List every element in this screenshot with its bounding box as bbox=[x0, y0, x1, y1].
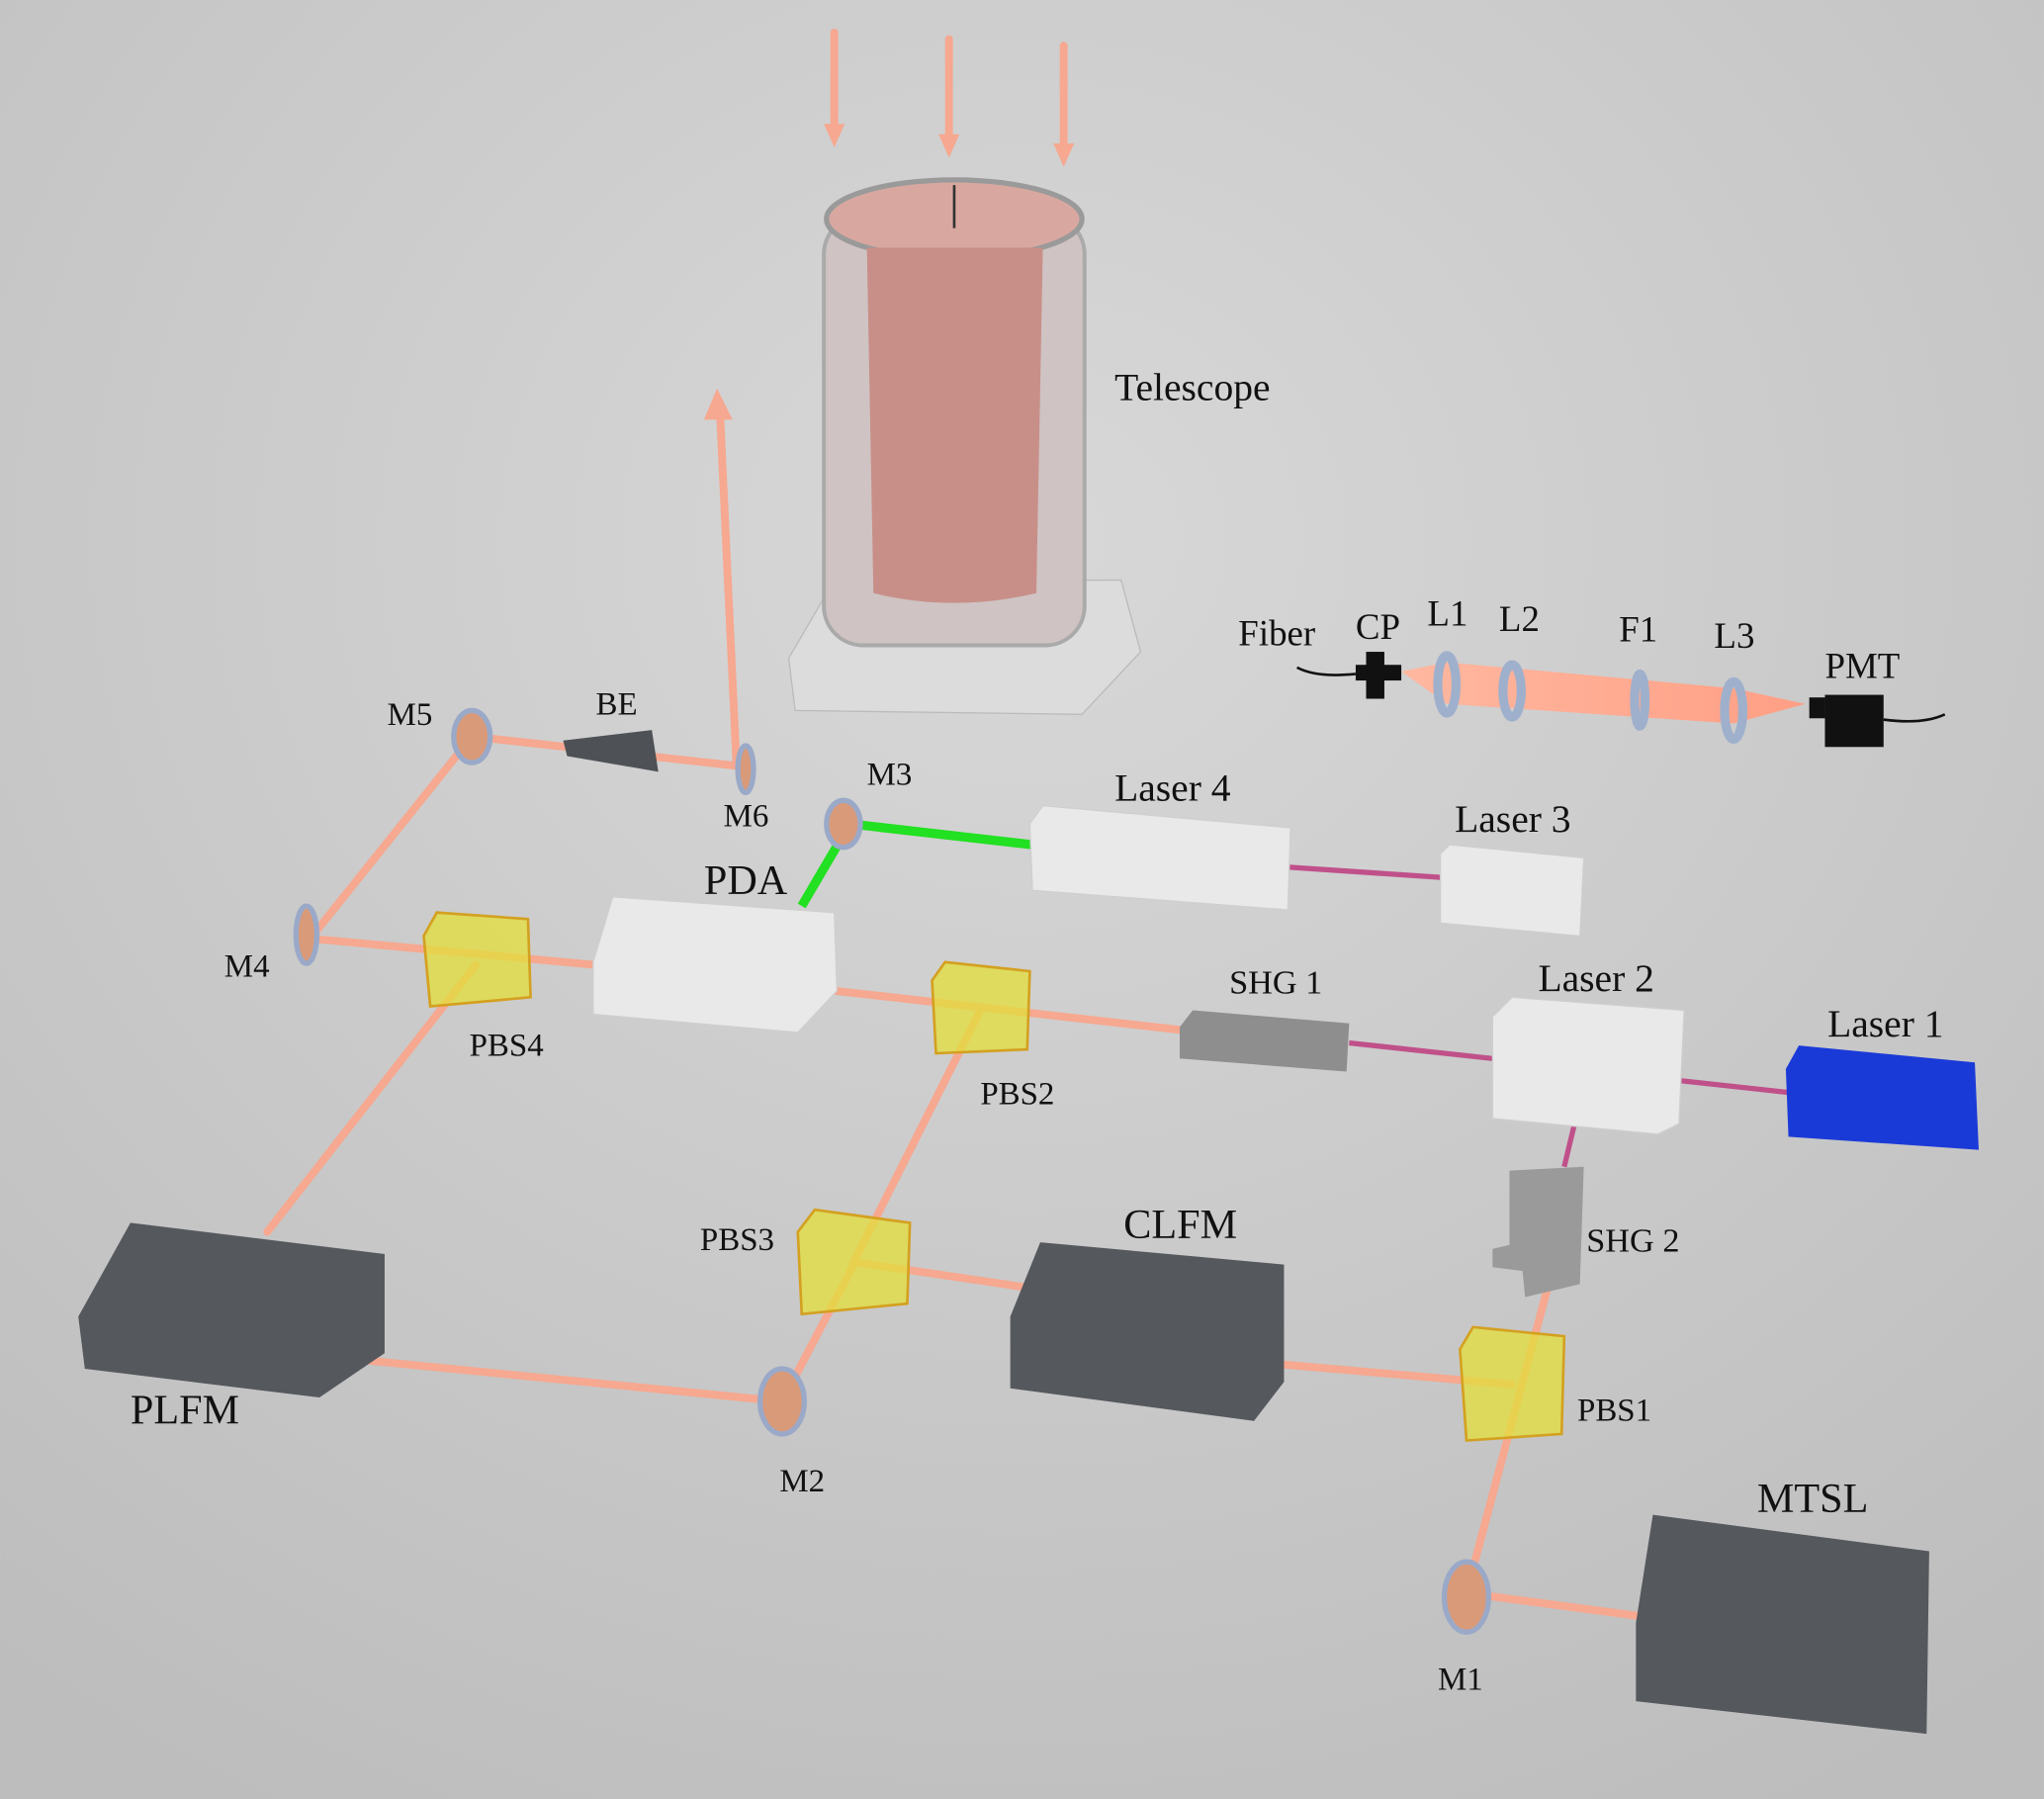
m5-label: M5 bbox=[388, 697, 433, 733]
pbs1-cube bbox=[1459, 1325, 1566, 1442]
shg-1 bbox=[1179, 1010, 1350, 1072]
mirror-m5 bbox=[451, 707, 493, 765]
pbs1-label: PBS1 bbox=[1577, 1394, 1651, 1429]
mirror-m6 bbox=[735, 743, 756, 796]
lens-l2 bbox=[1498, 660, 1526, 722]
filter-f1 bbox=[1630, 669, 1650, 731]
laser-3 bbox=[1439, 844, 1585, 938]
m2-label: M2 bbox=[779, 1464, 825, 1499]
pmt-label: PMT bbox=[1824, 645, 1900, 685]
pda bbox=[592, 896, 838, 1034]
be-label: BE bbox=[595, 686, 637, 722]
telescope bbox=[787, 177, 1142, 715]
pbs2-cube bbox=[931, 960, 1031, 1055]
detection-optics bbox=[1296, 651, 1946, 748]
l1-label: L1 bbox=[1427, 593, 1467, 634]
m3-label: M3 bbox=[867, 758, 913, 793]
shg-2 bbox=[1492, 1166, 1584, 1298]
cp-label: CP bbox=[1356, 606, 1400, 647]
pmt-detector bbox=[1809, 697, 1825, 719]
mirror-m3 bbox=[824, 797, 863, 851]
plfm-label: PLFM bbox=[131, 1387, 239, 1433]
mirror-m1 bbox=[1441, 1559, 1492, 1635]
clfm bbox=[1010, 1242, 1285, 1421]
f1-label: F1 bbox=[1619, 609, 1657, 650]
laser-2 bbox=[1491, 996, 1685, 1135]
m6-label: M6 bbox=[724, 799, 769, 835]
beam-expander-be bbox=[563, 730, 659, 772]
laser-4 bbox=[1028, 804, 1291, 911]
m1-label: M1 bbox=[1438, 1662, 1483, 1697]
laser4-label: Laser 4 bbox=[1114, 765, 1231, 809]
shg2-label: SHG 2 bbox=[1586, 1221, 1679, 1259]
laser2-label: Laser 2 bbox=[1538, 956, 1653, 1000]
mirror-m2 bbox=[756, 1366, 808, 1437]
pda-label: PDA bbox=[704, 857, 788, 904]
pbs3-cube bbox=[796, 1208, 912, 1316]
pbs4-label: PBS4 bbox=[470, 1029, 544, 1064]
telescope-label: Telescope bbox=[1114, 366, 1270, 409]
laser-1 bbox=[1785, 1045, 1979, 1150]
mtsl bbox=[1636, 1514, 1929, 1735]
l3-label: L3 bbox=[1714, 615, 1754, 656]
lens-l1 bbox=[1433, 651, 1462, 718]
laser3-label: Laser 3 bbox=[1455, 797, 1570, 841]
fiber-cable bbox=[1296, 666, 1357, 676]
mtsl-label: MTSL bbox=[1757, 1476, 1868, 1522]
pbs3-label: PBS3 bbox=[700, 1222, 774, 1258]
lens-l3 bbox=[1720, 676, 1748, 744]
incoming-light-arrows bbox=[824, 28, 1075, 167]
clfm-label: CLFM bbox=[1123, 1202, 1237, 1248]
plfm bbox=[78, 1222, 385, 1398]
laser1-label: Laser 1 bbox=[1827, 1002, 1943, 1045]
mirror-m4 bbox=[293, 903, 320, 966]
pbs4-cube bbox=[422, 911, 532, 1009]
l2-label: L2 bbox=[1499, 598, 1540, 639]
fiber-label: Fiber bbox=[1238, 612, 1315, 653]
pbs2-label: PBS2 bbox=[980, 1076, 1054, 1112]
shg1-label: SHG 1 bbox=[1229, 963, 1322, 1001]
m4-label: M4 bbox=[224, 948, 270, 984]
